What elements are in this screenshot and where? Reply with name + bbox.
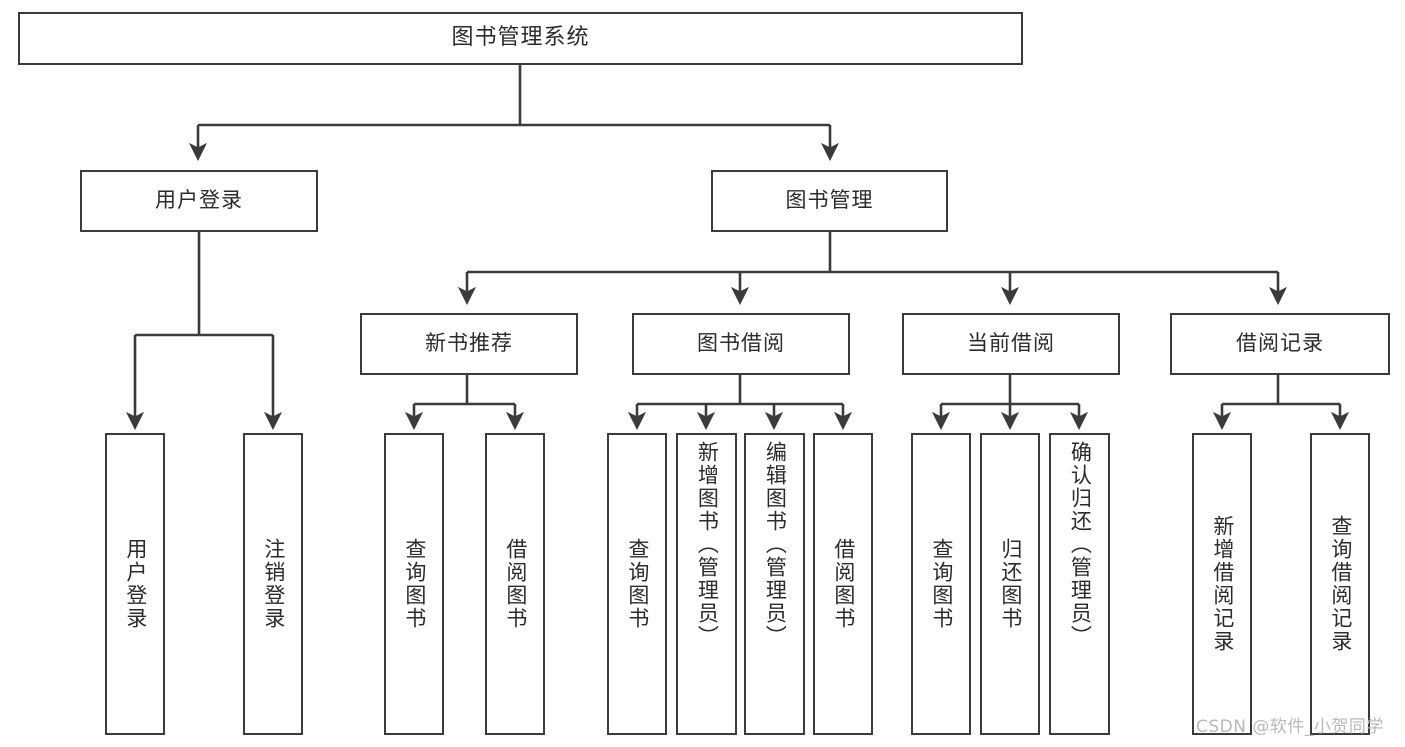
leaf-label: 注销登录	[261, 538, 286, 630]
leaf-records-query-record[interactable]: 查询借阅记录	[1310, 433, 1370, 735]
leaf-borrow-query-book[interactable]: 查询图书	[607, 433, 667, 735]
leaf-records-add-record[interactable]: 新增借阅记录	[1192, 433, 1252, 735]
leaf-label: 查询图书	[402, 538, 427, 630]
leaf-label: 用户登录	[123, 538, 148, 630]
leaf-borrow-edit-book-admin[interactable]: 编辑图书（管理员）	[744, 433, 805, 735]
watermark-csdn: CSDN @软件_小贺同学	[1196, 717, 1384, 737]
node-borrow-records[interactable]: 借阅记录	[1170, 313, 1390, 375]
leaf-label: 查询借阅记录	[1328, 515, 1353, 653]
leaf-label: 借阅图书	[831, 538, 856, 630]
node-book-borrow[interactable]: 图书借阅	[632, 313, 850, 375]
node-book-management[interactable]: 图书管理	[711, 170, 948, 232]
node-root-system[interactable]: 图书管理系统	[18, 12, 1023, 65]
leaf-label: 借阅图书	[503, 538, 528, 630]
leaf-current-return-book[interactable]: 归还图书	[980, 433, 1040, 735]
leaf-label: 新增借阅记录	[1210, 515, 1235, 653]
leaf-user-login-login[interactable]: 用户登录	[105, 433, 165, 735]
leaf-label: 确认归还（管理员）	[1068, 441, 1093, 648]
leaf-recommend-borrow-book[interactable]: 借阅图书	[485, 433, 545, 735]
leaf-label: 查询图书	[929, 538, 954, 630]
node-current-borrow[interactable]: 当前借阅	[902, 313, 1120, 375]
leaf-label: 归还图书	[998, 538, 1023, 630]
leaf-borrow-borrow-book[interactable]: 借阅图书	[813, 433, 873, 735]
leaf-borrow-add-book-admin[interactable]: 新增图书（管理员）	[676, 433, 737, 735]
leaf-current-confirm-return-admin[interactable]: 确认归还（管理员）	[1049, 433, 1110, 735]
leaf-current-query-book[interactable]: 查询图书	[911, 433, 971, 735]
leaf-label: 新增图书（管理员）	[695, 441, 720, 648]
leaf-recommend-query-book[interactable]: 查询图书	[384, 433, 444, 735]
leaf-user-login-logout[interactable]: 注销登录	[243, 433, 303, 735]
leaf-label: 编辑图书（管理员）	[763, 441, 788, 648]
leaf-label: 查询图书	[625, 538, 650, 630]
node-user-login[interactable]: 用户登录	[80, 170, 318, 232]
node-new-book-recommend[interactable]: 新书推荐	[360, 313, 578, 375]
